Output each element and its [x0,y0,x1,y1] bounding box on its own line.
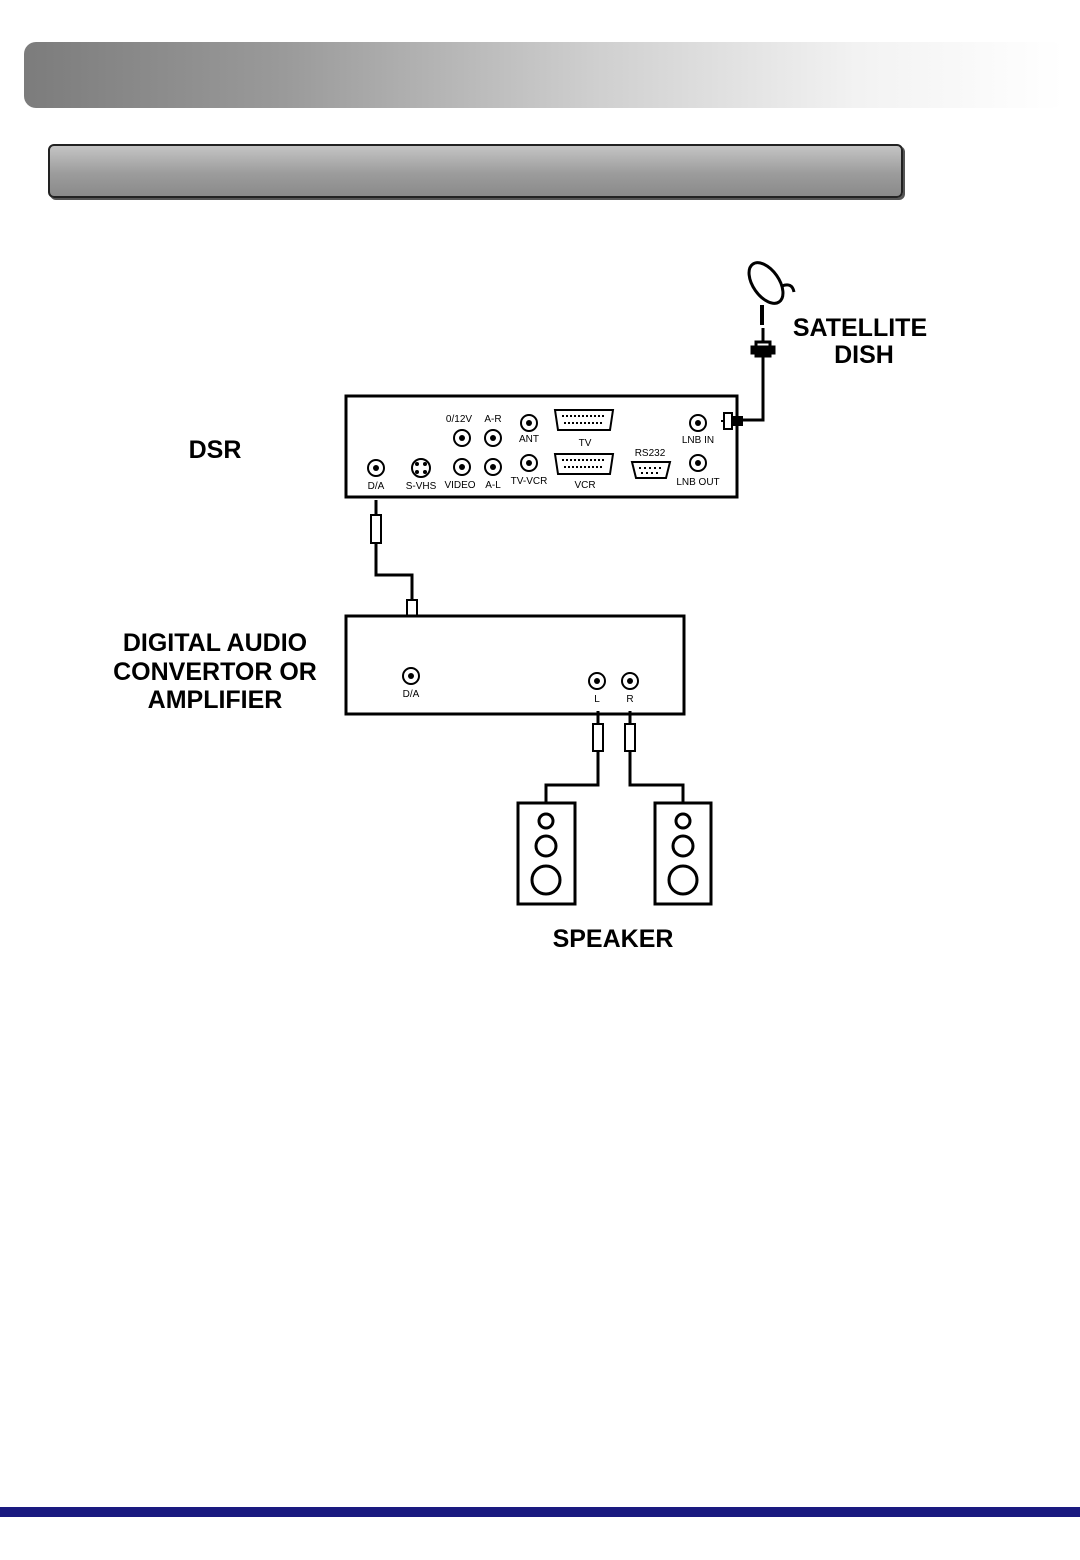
satellite-dish-label-line2: DISH [834,341,894,369]
svg-text:RS232: RS232 [635,448,666,459]
svg-text:TV: TV [579,438,592,449]
left-speaker-icon [518,803,575,904]
svg-text:L: L [594,694,600,705]
dsr-label: DSR [189,436,242,464]
svg-text:VCR: VCR [574,480,595,491]
svg-text:LNB OUT: LNB OUT [676,477,719,488]
svg-text:A-L: A-L [485,480,501,491]
converter-label-line3: AMPLIFIER [148,686,283,714]
bottom-rule [0,1507,1080,1517]
dsr-port-rs232-icon: RS232 [632,448,670,478]
converter-label-line2: CONVERTOR OR [113,658,317,686]
svg-text:VIDEO: VIDEO [444,480,475,491]
lnb-side-connector-icon [721,413,742,429]
svg-text:R: R [626,694,633,705]
speaker-label: SPEAKER [553,925,674,953]
svg-text:TV-VCR: TV-VCR [511,476,548,487]
satellite-dish-label-line1: SATELLITE [793,314,927,342]
right-speaker-icon [655,803,711,904]
svg-text:D/A: D/A [403,689,420,700]
satellite-dish-icon [742,257,794,420]
svg-text:A-R: A-R [484,414,501,425]
svg-text:0/12V: 0/12V [446,414,472,425]
right-speaker-cable [625,711,683,803]
svg-text:D/A: D/A [368,481,385,492]
svg-text:LNB IN: LNB IN [682,435,714,446]
converter-label-line1: DIGITAL AUDIO [123,629,307,657]
left-speaker-cable [546,711,603,803]
svg-text:S-VHS: S-VHS [406,481,437,492]
svg-text:ANT: ANT [519,434,539,445]
